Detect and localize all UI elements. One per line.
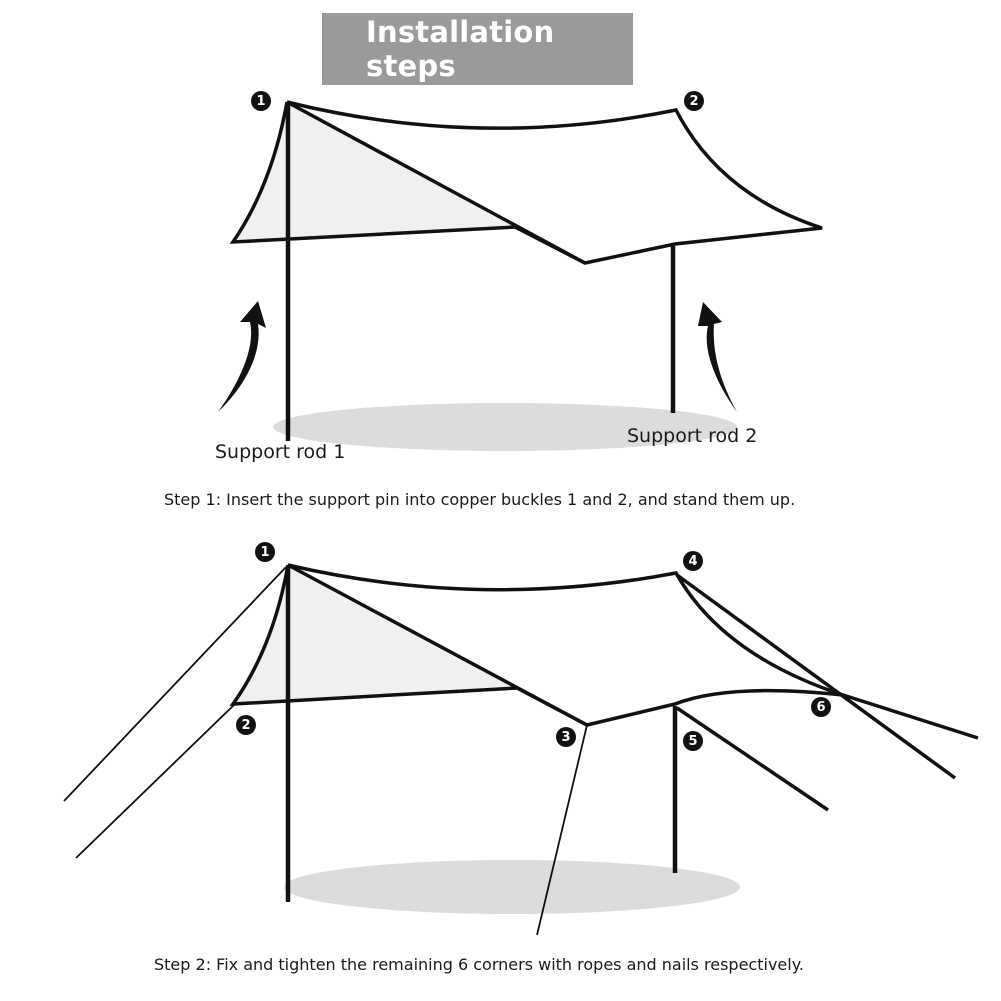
step2-badge-5: 5 — [683, 731, 703, 751]
rope-corner-2 — [75, 703, 236, 859]
rope-corner-4 — [675, 573, 957, 780]
support-rod-1-label: Support rod 1 — [215, 441, 346, 463]
step2-badge-2: 2 — [236, 715, 256, 735]
step1-caption: Step 1: Insert the support pin into copp… — [164, 490, 796, 509]
rope-corner-6 — [842, 693, 979, 740]
curved-arrow-right-icon — [698, 302, 737, 412]
step2-badge-1: 1 — [255, 542, 275, 562]
step2-badge-6: 6 — [811, 697, 831, 717]
step2-tarp-shaded-flap — [233, 565, 517, 704]
step2-ground-shadow — [284, 860, 740, 914]
step1-tarp-outline — [229, 100, 823, 265]
page-title: Installation steps — [366, 15, 555, 83]
step2-badge-4: 4 — [683, 551, 703, 571]
step1-ground-shadow — [273, 403, 737, 451]
step2-tarp-outline — [229, 563, 844, 727]
step2-caption: Step 2: Fix and tighten the remaining 6 … — [154, 955, 804, 974]
step2-illustration — [63, 563, 979, 936]
step1-illustration — [218, 100, 823, 451]
rope-corner-3 — [536, 724, 588, 936]
step1-tarp-shaded-flap — [233, 102, 515, 242]
support-rod-2-label: Support rod 2 — [627, 425, 758, 447]
rope-corner-1 — [63, 566, 287, 802]
curved-arrow-left-icon — [218, 301, 266, 412]
step1-fold-line — [286, 100, 586, 265]
step1-badge-2: 2 — [684, 91, 704, 111]
step2-fold-line — [287, 563, 588, 727]
rope-corner-5 — [676, 706, 829, 812]
step1-badge-1: 1 — [251, 91, 271, 111]
title-banner: Installation steps — [322, 13, 633, 85]
step2-badge-3: 3 — [556, 727, 576, 747]
